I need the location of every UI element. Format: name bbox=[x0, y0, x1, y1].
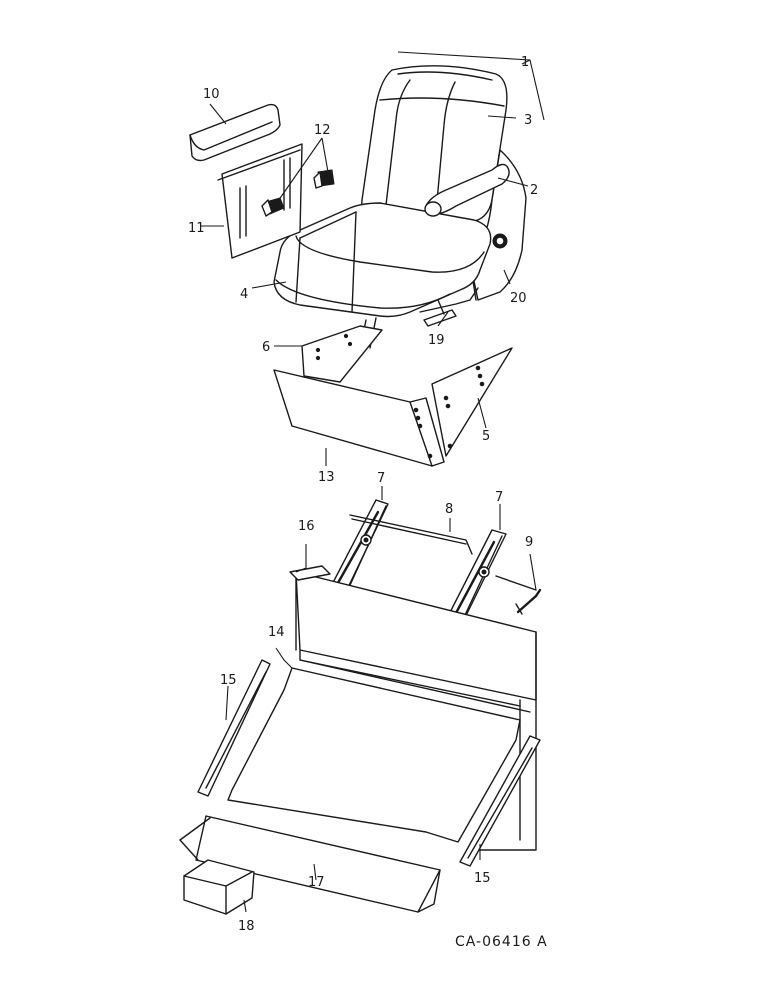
callout-15-right: 15 bbox=[474, 871, 491, 886]
callout-17: 17 bbox=[308, 875, 325, 890]
callout-5: 5 bbox=[482, 429, 490, 444]
callout-11: 11 bbox=[188, 221, 205, 236]
callout-1: 1 bbox=[521, 55, 529, 70]
arm-bracket bbox=[217, 143, 303, 259]
drawing-reference: CA-06416 A bbox=[455, 934, 548, 950]
arm-pad bbox=[189, 103, 281, 162]
seat-cushion bbox=[273, 202, 492, 318]
callout-20: 20 bbox=[510, 291, 527, 306]
callout-7-right: 7 bbox=[495, 490, 503, 505]
floor-mat bbox=[227, 659, 531, 843]
front-skirt-panel bbox=[273, 369, 445, 467]
callout-10: 10 bbox=[203, 87, 220, 102]
rail-latch-pin bbox=[495, 575, 542, 615]
callout-7-left: 7 bbox=[377, 471, 385, 486]
callout-19: 19 bbox=[428, 333, 445, 348]
callout-2: 2 bbox=[530, 183, 538, 198]
seat-riser-box bbox=[289, 565, 537, 851]
callout-14: 14 bbox=[268, 625, 285, 640]
seat-armrest bbox=[424, 163, 510, 217]
callout-18: 18 bbox=[238, 919, 255, 934]
floor-strip-left bbox=[197, 659, 271, 797]
rail-connecting-rod bbox=[349, 514, 473, 555]
callout-4: 4 bbox=[240, 287, 248, 302]
callout-6: 6 bbox=[262, 340, 270, 355]
callout-12: 12 bbox=[314, 123, 331, 138]
seat-assembly bbox=[273, 65, 527, 351]
callout-13: 13 bbox=[318, 470, 335, 485]
front-step-channel bbox=[179, 815, 441, 913]
callout-3: 3 bbox=[524, 113, 532, 128]
side-plate-left bbox=[301, 325, 383, 383]
side-plate-right bbox=[431, 347, 513, 457]
callout-9: 9 bbox=[525, 535, 533, 550]
leader-lines bbox=[200, 51, 545, 913]
floor-strip-right bbox=[459, 735, 541, 867]
callout-16: 16 bbox=[298, 519, 315, 534]
callout-labels: 1 2 3 4 5 6 7 7 8 9 10 11 12 13 14 15 15… bbox=[188, 55, 538, 934]
callout-15-left: 15 bbox=[220, 673, 237, 688]
storage-box bbox=[183, 859, 255, 915]
callout-8: 8 bbox=[445, 502, 453, 517]
